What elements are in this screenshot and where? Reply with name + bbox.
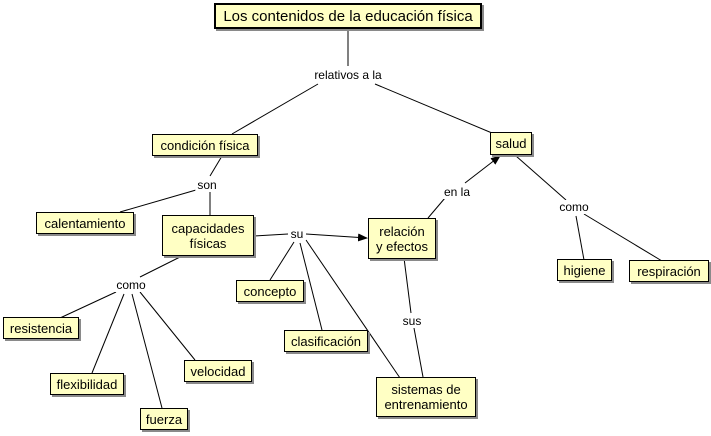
link-relativos-a-la: relativos a la (312, 68, 384, 82)
link-sus: sus (400, 314, 424, 328)
concept-sistemas-de-entrenamiento[interactable]: sistemas de entrenamiento (376, 377, 476, 417)
concept-salud[interactable]: salud (490, 132, 532, 155)
concept-velocidad[interactable]: velocidad (184, 360, 252, 382)
concept-fuerza[interactable]: fuerza (140, 408, 188, 430)
concept-condicion-fisica[interactable]: condición física (152, 134, 258, 156)
concept-resistencia[interactable]: resistencia (3, 317, 79, 339)
concept-respiracion[interactable]: respiración (629, 260, 709, 282)
concept-relacion-y-efectos[interactable]: relación y efectos (368, 218, 436, 259)
link-son: son (195, 178, 219, 192)
link-su: su (288, 227, 306, 241)
link-como-capacidades: como (114, 278, 148, 292)
concept-calentamiento[interactable]: calentamiento (36, 212, 134, 234)
concept-concepto[interactable]: concepto (236, 280, 304, 302)
link-como-salud: como (557, 200, 591, 214)
concept-clasificacion[interactable]: clasificación (284, 330, 368, 352)
concept-higiene[interactable]: higiene (557, 259, 612, 281)
concept-flexibilidad[interactable]: flexibilidad (50, 373, 124, 395)
concept-capacidades-fisicas[interactable]: capacidades físicas (162, 215, 254, 256)
map-title[interactable]: Los contenidos de la educación física (214, 3, 482, 29)
link-en-la: en la (441, 185, 473, 199)
